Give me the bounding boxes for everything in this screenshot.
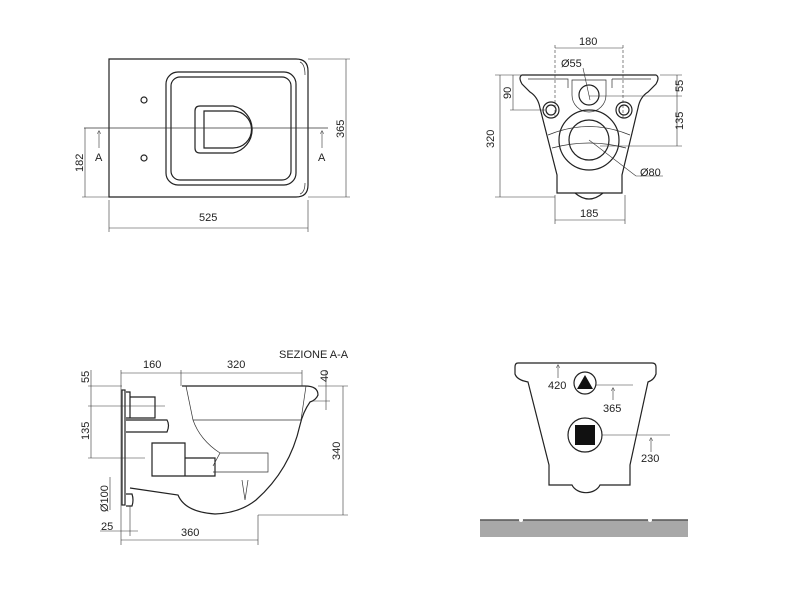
water-inlet-marker (573, 371, 597, 395)
bowl-length-dimension: 320 (227, 359, 245, 371)
section-title: SEZIONE A-A (279, 349, 349, 361)
section-marker-right: A (318, 152, 326, 164)
rear-depth-dimension: 160 (143, 359, 161, 371)
fixing-spacing-dimension: 180 (579, 36, 597, 48)
water-inlet-dimension: 365 (603, 403, 621, 415)
outlet-diameter-dimension: Ø100 (99, 485, 111, 512)
height-dimension: 340 (331, 442, 343, 460)
width-dimension: 525 (199, 212, 217, 224)
outlet-diameter: Ø80 (640, 167, 661, 179)
top-height-dimension: 420 (548, 380, 566, 392)
wall-gap-dimension: 25 (101, 521, 113, 533)
top-to-fixings-dimension: 90 (502, 87, 514, 99)
depth-dimension: 365 (335, 120, 347, 138)
rim-dimension: 40 (319, 370, 331, 382)
height-dimension: 320 (485, 130, 497, 148)
top-view: A A 525 365 182 (74, 58, 350, 232)
top-offset-dimension: 55 (80, 371, 92, 383)
triangle-icon (577, 375, 593, 389)
top-to-pipe-dimension: 55 (674, 80, 686, 92)
square-icon (575, 425, 595, 445)
section-view: SEZIONE A-A 160 320 40 340 55 135 Ø100 2… (80, 349, 349, 545)
bottom-width-dimension: 185 (580, 208, 598, 220)
section-marker-left: A (95, 152, 103, 164)
rear-view: 180 Ø55 55 135 90 320 Ø80 185 (485, 36, 686, 224)
inlet-offset-dimension: 135 (80, 422, 92, 440)
pipe-spacing-dimension: 135 (674, 112, 686, 130)
section-offset-dimension: 182 (74, 154, 86, 172)
projection-dimension: 360 (181, 527, 199, 539)
floor (480, 520, 688, 537)
drain-dimension: 230 (641, 453, 659, 465)
installation-view: 420 365 230 (480, 362, 688, 537)
small-pipe-diameter: Ø55 (561, 58, 582, 70)
